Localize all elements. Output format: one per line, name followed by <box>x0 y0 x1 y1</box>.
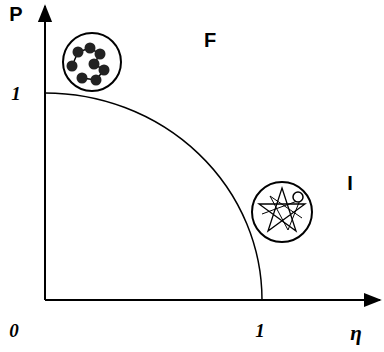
curve <box>45 93 262 300</box>
axis-label: 0 <box>9 321 19 340</box>
f-circle <box>63 33 121 91</box>
axis-label: 1 <box>11 84 21 103</box>
axis-label: η <box>350 323 362 344</box>
axis-label: 1 <box>255 321 265 340</box>
y-axis <box>44 6 46 300</box>
axis-label: I <box>347 173 353 193</box>
axis-label: P <box>9 4 22 24</box>
x-axis <box>45 299 380 301</box>
i-circle <box>252 182 312 242</box>
axis-label: F <box>204 30 216 50</box>
